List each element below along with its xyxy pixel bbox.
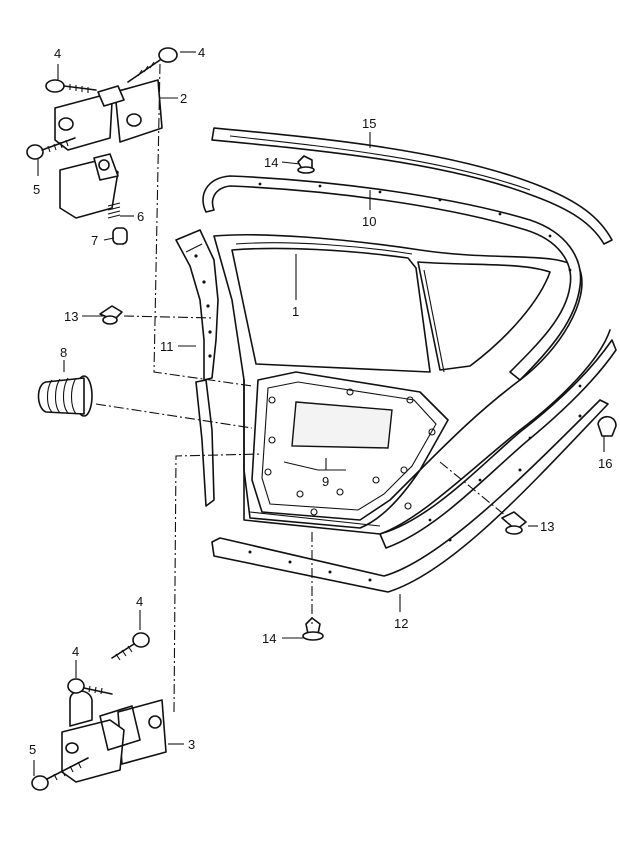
pin — [112, 227, 128, 245]
sill-trim — [211, 399, 609, 593]
callout-12: 12 — [394, 616, 408, 631]
callout-3: 3 — [188, 737, 195, 752]
callout-4-upper-left: 4 — [54, 46, 61, 61]
callout-6: 6 — [137, 209, 144, 224]
bolt-upper-left — [45, 79, 97, 93]
clip-13-upper — [99, 305, 123, 325]
callout-9: 9 — [322, 474, 329, 489]
callout-5-upper: 5 — [33, 182, 40, 197]
bolt-lower-top — [111, 632, 150, 661]
callout-16: 16 — [598, 456, 612, 471]
end-cap-16 — [597, 415, 617, 437]
callout-labels: 1 2 3 4 4 4 4 5 5 6 7 8 9 10 11 12 13 13… — [29, 45, 612, 757]
callout-11: 11 — [160, 339, 174, 354]
window-seal — [202, 175, 582, 381]
lower-hinge — [61, 690, 167, 783]
clip-13-lower — [501, 511, 527, 535]
door-grommet — [37, 375, 93, 417]
bolt-upper-right — [127, 47, 178, 83]
callout-8: 8 — [60, 345, 67, 360]
upper-hinge — [54, 79, 163, 219]
leader-lines — [33, 51, 605, 776]
callout-10: 10 — [362, 214, 376, 229]
callout-4-lower-top: 4 — [136, 594, 143, 609]
pillar-trim — [175, 229, 219, 507]
spring — [107, 202, 121, 219]
callout-4-lower-mid: 4 — [72, 644, 79, 659]
bolt-upper-lower — [26, 137, 76, 160]
callout-7: 7 — [91, 233, 98, 248]
callout-13-upper: 13 — [64, 309, 78, 324]
bolt-lower-left — [31, 757, 89, 791]
callout-2: 2 — [180, 91, 187, 106]
callout-13-lower: 13 — [540, 519, 554, 534]
door-edge-seal — [379, 339, 617, 549]
callout-14-lower: 14 — [262, 631, 276, 646]
callout-4-upper-right: 4 — [198, 45, 205, 60]
callout-14-upper: 14 — [264, 155, 278, 170]
clip-14-upper — [297, 155, 315, 174]
callout-1: 1 — [292, 304, 299, 319]
door-body — [213, 233, 611, 535]
roof-seal — [211, 127, 613, 245]
bolt-lower-mid — [67, 678, 113, 695]
clip-14-lower — [302, 617, 324, 641]
callout-15: 15 — [362, 116, 376, 131]
callout-5-lower: 5 — [29, 742, 36, 757]
assembly-lines — [95, 63, 507, 713]
